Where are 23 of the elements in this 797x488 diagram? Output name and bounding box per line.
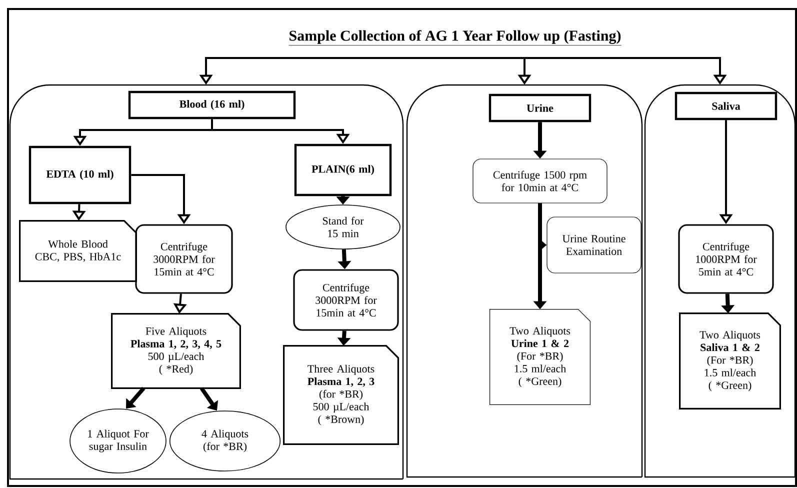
process-box: Centrifuge 1000RPM for 5min at 4°C — [678, 224, 774, 294]
ellipse-box: 4 Aliquots (for *BR) — [169, 410, 281, 472]
process-box: Centrifuge 3000RPM for 15min at 4°C — [293, 269, 399, 331]
header-box: PLAIN(6 ml) — [294, 144, 392, 196]
ellipse-box: 1 Aliquot For sugar Insulin — [70, 408, 166, 474]
document-box: Two Aliquots Urine 1 & 2 (For *BR) 1.5 ml/each ( *Green) — [490, 309, 590, 405]
connector-line — [205, 57, 721, 59]
ellipse-box: Stand for 15 min — [286, 204, 400, 250]
document-box: Five Aliquots Plasma 1, 2, 3, 4, 5 500 µL/each ( *Red) — [111, 313, 241, 389]
process-box: Centrifuge 1500 rpm for 10min at 4°C — [472, 158, 608, 204]
document-box: Two Aliquots Saliva 1 & 2 (For *BR) 1.5 ml/each ( *Green) — [679, 312, 781, 410]
title: Sample Collection of AG 1 Year Follow up (Fasting) — [288, 30, 622, 46]
panel-frame — [406, 84, 643, 478]
header-box: Urine — [488, 94, 592, 122]
document-box: Whole Blood CBC, PBS, HbA1c — [19, 220, 137, 282]
panel-frame — [9, 84, 404, 480]
header-box: Blood (16 ml) — [128, 90, 296, 120]
panel-frame — [644, 84, 796, 478]
process-box: Centrifuge 3000RPM for 15min at 4°C — [135, 224, 233, 294]
process-box: Urine Routine Examination — [546, 216, 642, 274]
header-box: Saliva — [674, 92, 778, 120]
document-box: Three Aliquots Plasma 1, 2, 3 (for *BR) 500 µL/each ( *Brown) — [283, 345, 399, 445]
header-box: EDTA (10 ml) — [28, 146, 132, 204]
